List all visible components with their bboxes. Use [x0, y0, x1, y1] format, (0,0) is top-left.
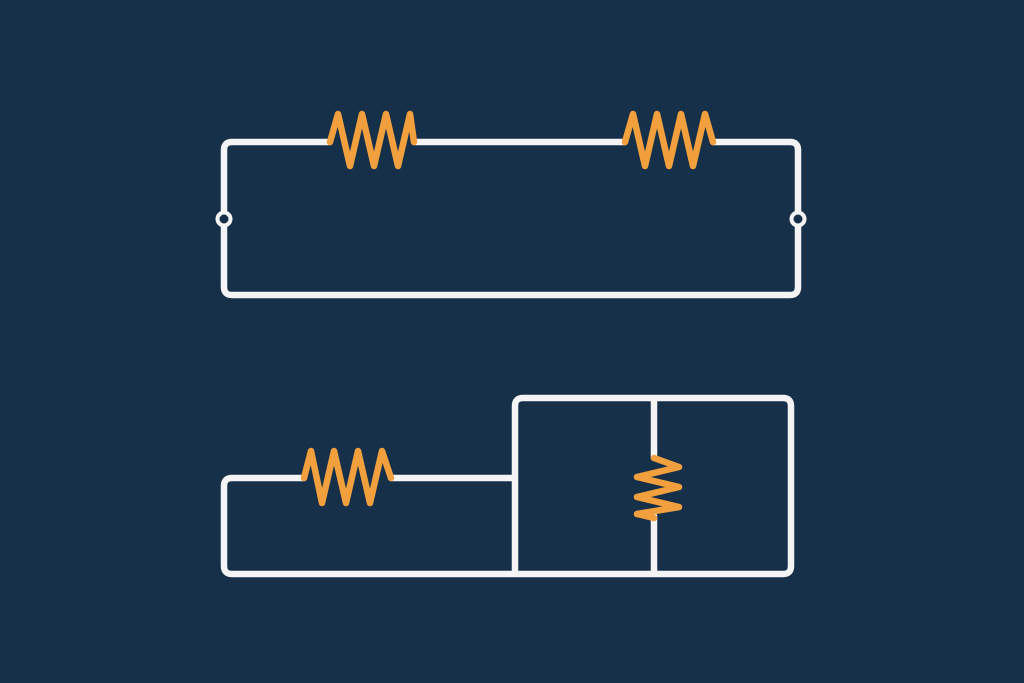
- series-circuit: [215, 110, 807, 299]
- series-parallel-circuit: [220, 394, 795, 578]
- resistor-right: [621, 110, 717, 170]
- resistor-series: [300, 447, 395, 507]
- resistor-parallel-branch: [633, 454, 683, 522]
- series-parallel-wire: [220, 394, 795, 578]
- terminal-left: [215, 210, 233, 228]
- terminal-right: [789, 210, 807, 228]
- series-circuit-wire: [220, 138, 802, 299]
- resistor-left: [326, 110, 418, 170]
